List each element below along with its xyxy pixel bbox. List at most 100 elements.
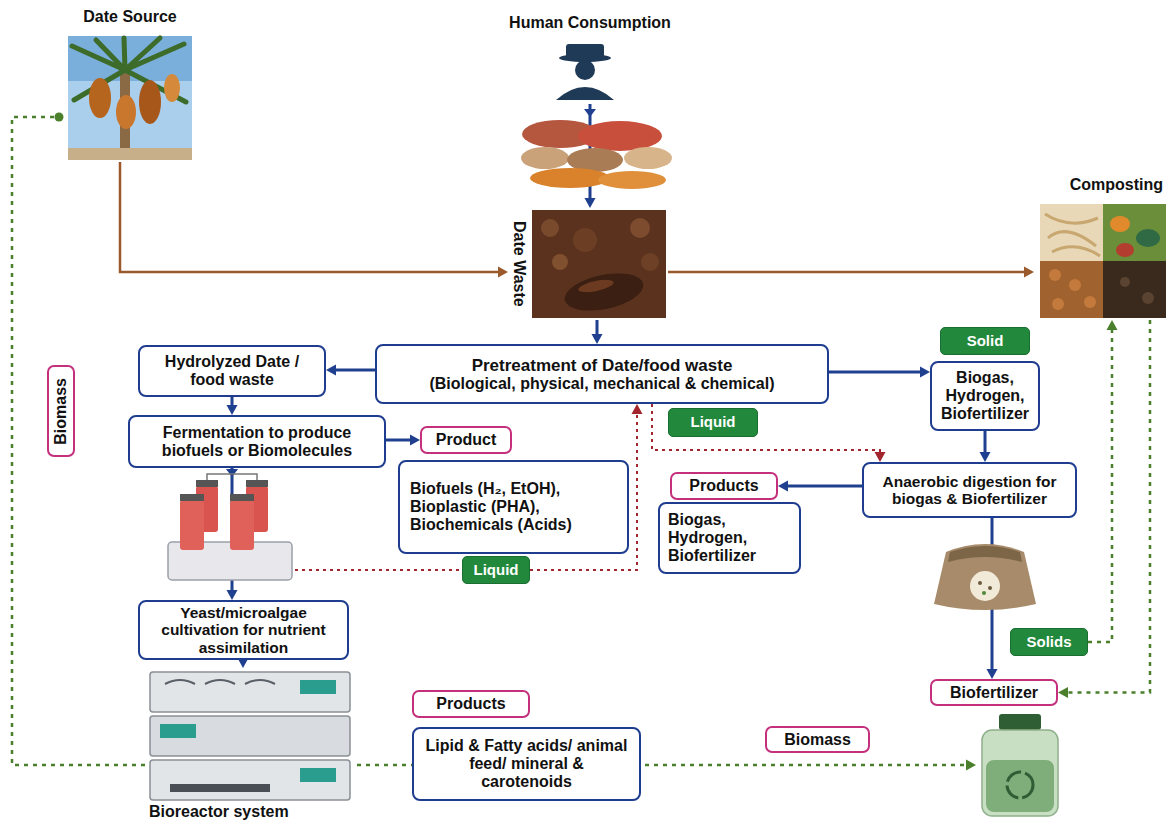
state-tag: Liquid <box>668 408 758 437</box>
soil-grain <box>1142 292 1154 304</box>
node-label: Fermentation to produce biofuels or Biom… <box>138 424 376 460</box>
vessel-cap <box>230 494 254 501</box>
nut <box>521 147 569 169</box>
connector-line <box>984 431 987 454</box>
date-waste-photo <box>532 210 666 318</box>
soil-grain <box>1120 277 1130 287</box>
process-box: Fermentation to produce biofuels or Biom… <box>128 415 386 468</box>
node-label: Hydrolyzed Date / food waste <box>148 353 316 389</box>
arrow-head <box>498 267 508 278</box>
arrow-head <box>227 590 238 600</box>
node-label: Composting <box>1070 176 1163 194</box>
nut <box>624 147 672 169</box>
photo-node: Date Waste <box>508 208 668 320</box>
sack-label <box>970 571 1000 601</box>
product-tag: Products <box>412 690 530 718</box>
shoulders <box>556 87 614 100</box>
node-label: Pretreatment of Date/food waste <box>385 356 819 375</box>
vegetable <box>1110 216 1130 232</box>
arrow-head <box>592 334 603 344</box>
photo-node: Composting <box>1034 176 1166 320</box>
seed <box>1069 279 1081 291</box>
tubing <box>207 474 257 480</box>
seed <box>1084 296 1096 308</box>
seed <box>1052 298 1064 310</box>
seed-dot <box>988 586 992 590</box>
output-box: Lipid & Fatty acids/ animal feed/ minera… <box>412 727 641 801</box>
biofertilizer-jar <box>982 714 1058 816</box>
tubing <box>165 680 275 684</box>
node-label: Human Consumption <box>509 14 671 32</box>
node-label: Biogas, Hydrogen, Biofertilizer <box>936 369 1034 423</box>
equipment-node: Bioreactor system <box>145 668 357 821</box>
connector-line <box>357 764 412 767</box>
process-box: Hydrolyzed Date / food waste <box>138 345 326 397</box>
vegetables <box>1103 204 1166 261</box>
date-cluster <box>116 95 136 129</box>
arrow-head <box>410 435 420 446</box>
node-subtitle: (Biological, physical, mechanical & chem… <box>385 375 819 393</box>
connector-line <box>120 162 500 272</box>
arrow-head <box>226 469 238 477</box>
connector-line <box>386 439 412 442</box>
jar-body <box>982 730 1058 816</box>
seeds <box>1040 261 1103 318</box>
date-cluster <box>139 80 161 124</box>
process-arrow <box>386 435 420 446</box>
texture <box>573 228 597 252</box>
product-tag: Products <box>670 472 778 500</box>
process-box: Anaerobic digestion for biogas & Biofert… <box>862 462 1077 518</box>
output-box: Biofuels (H₂, EtOH), Bioplastic (PHA), B… <box>398 460 629 554</box>
connector-line <box>334 369 375 372</box>
recycle-mark <box>1007 772 1033 798</box>
connector-line <box>12 117 145 765</box>
arrow-head <box>980 452 991 462</box>
palm-fronds <box>72 38 186 102</box>
display <box>160 724 196 738</box>
waste-ground <box>532 210 666 318</box>
date-cluster <box>164 74 180 102</box>
display <box>300 768 336 782</box>
vessel <box>230 500 254 550</box>
arrow-head <box>227 405 238 415</box>
process-arrow <box>592 320 603 344</box>
liquid-flow-line <box>295 569 462 571</box>
node-label: Products <box>420 695 522 713</box>
date-shine <box>577 277 614 294</box>
arrow-head <box>1058 687 1068 698</box>
node-label: Liquid <box>675 414 751 431</box>
date-cluster <box>89 78 111 118</box>
connector-dot <box>55 113 64 122</box>
biomass-flow-line <box>645 764 966 767</box>
node-label: Liquid <box>469 562 523 579</box>
connector-line <box>1088 328 1112 642</box>
product-tag: Biofertilizer <box>930 679 1058 706</box>
process-arrow <box>326 365 375 376</box>
node-label: Anaerobic digestion for biogas & Biofert… <box>872 473 1067 508</box>
texture <box>552 254 568 270</box>
node-label: Products <box>678 477 770 495</box>
seed-dot <box>978 581 982 585</box>
vegetable <box>1116 243 1134 257</box>
vessel <box>180 500 204 550</box>
process-box: Pretreatment of Date/food waste(Biologic… <box>375 344 829 404</box>
node-label: Biomass <box>773 731 862 749</box>
date-palm-photo <box>68 36 192 160</box>
node-label: Bioreactor system <box>149 803 289 821</box>
connector-line <box>652 404 880 454</box>
vessel-cap <box>196 480 218 487</box>
reactor-unit <box>150 760 350 800</box>
vegetable <box>530 168 610 188</box>
root-strands <box>1045 214 1100 256</box>
port-strip <box>170 784 270 792</box>
icon-node: Human Consumption <box>478 14 702 104</box>
bioreactor-picture <box>150 672 350 800</box>
vessel-cap <box>246 480 268 487</box>
node-label: Biofertilizer <box>938 684 1050 702</box>
biomass-arrow <box>1088 320 1118 642</box>
node-label: Biofuels (H₂, EtOH), Bioplastic (PHA), B… <box>410 480 617 534</box>
soil <box>1103 261 1166 318</box>
reactor-unit <box>150 672 350 712</box>
connector-line <box>668 271 1026 274</box>
arrow-head <box>778 481 788 492</box>
